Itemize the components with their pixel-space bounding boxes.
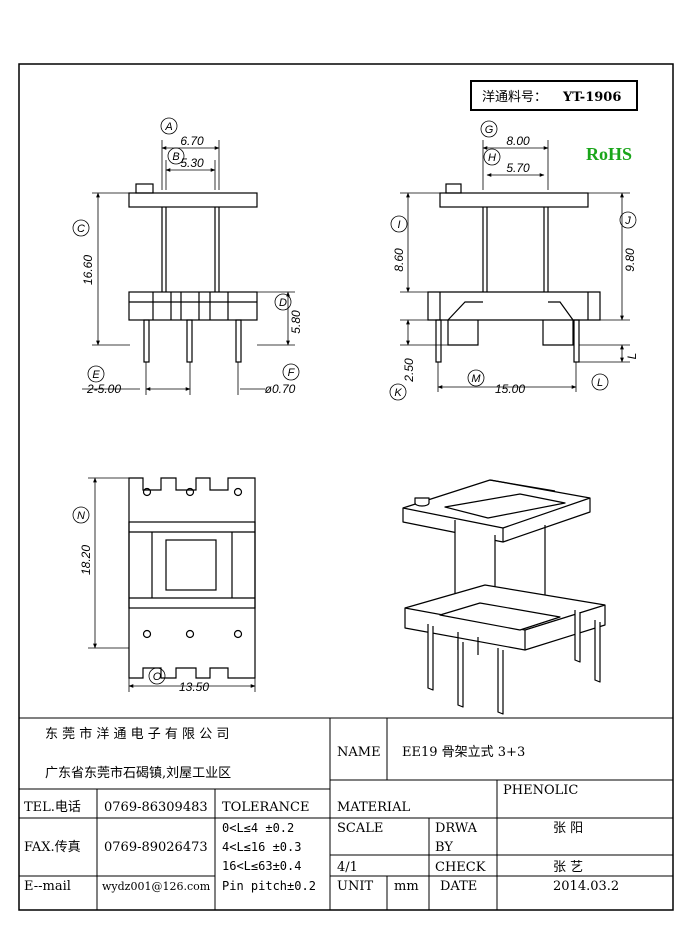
label-d: D: [279, 297, 287, 309]
label-i: I: [397, 219, 400, 231]
rohs-mark: RoHS: [586, 144, 632, 164]
label-e: E: [92, 369, 100, 381]
material-label: MATERIAL: [337, 800, 410, 815]
sheet-border: [18, 63, 674, 911]
name-value: EE19 骨架立式 3+3: [402, 745, 525, 760]
tolerance-label: TOLERANCE: [222, 800, 309, 815]
dim-i-value: 8.60: [392, 248, 406, 272]
fax-value: 0769-89026473: [104, 840, 208, 855]
label-j: J: [624, 215, 631, 227]
label-g: G: [485, 124, 494, 136]
label-b: B: [172, 151, 179, 163]
drawn-by-value: 张 阳: [553, 821, 583, 836]
title-block: [19, 717, 673, 910]
front-view: [128, 183, 258, 363]
label-l: L: [597, 377, 603, 389]
tel-label: TEL.电话: [24, 800, 81, 815]
part-label: 洋通料号：: [482, 90, 547, 105]
dim-o-value: 13.50: [179, 680, 209, 694]
dim-j-value: 9.80: [623, 248, 637, 272]
tel-value: 0769-86309483: [104, 800, 208, 815]
label-h: H: [488, 152, 496, 164]
tolerance-row-1: 0<L≤4 ±0.2: [222, 821, 294, 835]
label-f: F: [288, 367, 296, 379]
dim-e-value: 2-5.00: [86, 382, 121, 396]
title-block-text: 东 莞 市 洋 通 电 子 有 限 公 司 广东省东莞市石碣镇,刘屋工业区 NA…: [24, 726, 619, 894]
dim-g-value: 8.00: [506, 134, 530, 148]
label-n: N: [77, 510, 85, 522]
part-number-box: 洋通料号： YT-1906: [470, 80, 638, 111]
dim-h-value: 5.70: [506, 161, 530, 175]
side-view: [427, 183, 601, 363]
side-dim-labels: G H 8.00 5.70 I 8.60 J 9.80 K 2.50 L L M…: [392, 124, 639, 399]
tolerance-row-3: 16<L≤63±0.4: [222, 859, 301, 873]
unit-value: mm: [394, 879, 419, 894]
email-value: wydz001@126.com: [102, 880, 211, 893]
label-o: O: [153, 671, 162, 683]
label-m: M: [471, 373, 481, 385]
material-value: PHENOLIC: [503, 783, 578, 798]
label-c: C: [77, 223, 85, 235]
top-view: [128, 477, 256, 679]
check-value: 张 艺: [553, 860, 583, 875]
label-a: A: [164, 121, 172, 133]
unit-label: UNIT: [337, 879, 373, 894]
front-dimensions: [72, 117, 300, 395]
date-label: DATE: [440, 879, 477, 894]
fax-label: FAX.传真: [24, 840, 81, 855]
check-label: CHECK: [435, 860, 486, 875]
dim-a-value: 6.70: [180, 134, 204, 148]
scale-value: 4/1: [337, 860, 358, 875]
scale-label: SCALE: [337, 821, 383, 836]
tolerance-row-2: 4<L≤16 ±0.3: [222, 840, 301, 854]
part-number: YT-1906: [562, 90, 621, 105]
dim-d-value: 5.80: [289, 310, 303, 334]
side-dimensions: [389, 120, 637, 401]
dim-l-value: L: [625, 353, 639, 360]
dim-f-value: ø0.70: [265, 382, 296, 396]
top-dim-labels: N 18.20 O 13.50: [77, 510, 209, 694]
name-label: NAME: [337, 745, 381, 760]
isometric-view: [402, 479, 606, 715]
dim-b-value: 5.30: [180, 156, 204, 170]
drawn-by-label-2: BY: [435, 840, 453, 855]
company-name: 东 莞 市 洋 通 电 子 有 限 公 司: [45, 726, 229, 742]
dim-n-value: 18.20: [79, 545, 93, 575]
tolerance-row-4: Pin pitch±0.2: [222, 879, 316, 893]
dim-m-value: 15.00: [495, 382, 525, 396]
company-address: 广东省东莞市石碣镇,刘屋工业区: [45, 765, 231, 781]
email-label: E--mail: [24, 879, 71, 894]
date-value: 2014.03.2: [553, 879, 619, 894]
front-dim-labels: A B 6.70 5.30 C 16.60 D 5.80 E 2-5.00 F …: [77, 121, 303, 396]
dim-k-value: 2.50: [402, 358, 416, 383]
drawn-by-label-1: DRWA: [435, 821, 478, 836]
dim-c-value: 16.60: [81, 255, 95, 285]
top-dimensions: [72, 477, 256, 692]
label-k: K: [394, 387, 402, 399]
